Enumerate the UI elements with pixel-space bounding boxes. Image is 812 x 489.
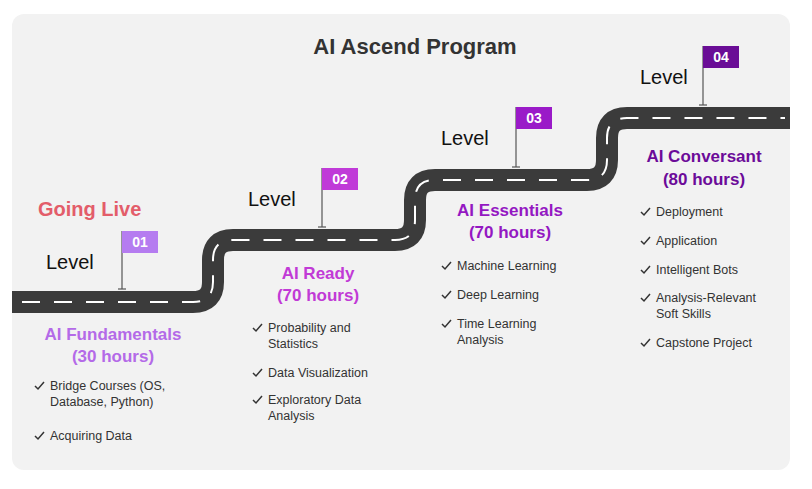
check-mark (35, 432, 44, 439)
check-marks (35, 208, 650, 439)
level-word: Level (46, 251, 94, 274)
level-flag: Level 01 (46, 231, 158, 274)
topic-item: Acquiring Data (50, 428, 190, 444)
level-flag: Level 03 (441, 107, 552, 150)
topic-item: Machine Learning (457, 258, 587, 274)
check-mark (641, 294, 650, 301)
level-heading: AI Fundamentals (13, 325, 213, 345)
check-mark (253, 324, 262, 331)
level-heading: (30 hours) (13, 347, 213, 367)
pole-base (512, 166, 520, 167)
topic-item: Deep Learning (457, 287, 587, 303)
check-mark (641, 266, 650, 273)
level-heading: AI Conversant (604, 147, 804, 167)
check-mark (442, 291, 451, 298)
topic-item: Time Learning Analysis (457, 316, 572, 348)
level-word: Level (441, 127, 489, 150)
level-flag: Level 02 (248, 168, 358, 211)
level-heading: AI Ready (218, 264, 418, 284)
pole-base (318, 226, 326, 227)
check-mark (641, 237, 650, 244)
level-word: Level (640, 66, 688, 89)
check-mark (253, 369, 262, 376)
flag-poles (118, 46, 707, 289)
level-heading: AI Essentials (410, 201, 610, 221)
level-number: 03 (516, 107, 552, 129)
panel (12, 14, 790, 470)
title: AI Ascend Program (265, 34, 565, 60)
level-number: 04 (703, 46, 739, 68)
topic-item: Application (656, 233, 781, 249)
road-dashes (22, 118, 785, 302)
topic-item: Exploratory Data Analysis (268, 392, 383, 424)
status-label: Going Live (38, 198, 141, 221)
level-heading: (70 hours) (218, 286, 418, 306)
level-number: 02 (322, 168, 358, 190)
level-flag: Level 04 (640, 46, 739, 89)
check-mark (253, 396, 262, 403)
topic-item: Probability and Statistics (268, 320, 383, 352)
check-mark (641, 208, 650, 215)
pole-base (699, 104, 707, 105)
check-mark (641, 339, 650, 346)
check-mark (35, 382, 44, 389)
road (12, 118, 790, 302)
topic-item: Intelligent Bots (656, 262, 781, 278)
level-number: 01 (122, 231, 158, 253)
level-heading: (80 hours) (604, 170, 804, 190)
check-mark (442, 262, 451, 269)
topic-item: Analysis-Relevant Soft Skills (656, 290, 781, 322)
topic-item: Capstone Project (656, 335, 781, 351)
topic-item: Deployment (656, 204, 781, 220)
check-mark (442, 320, 451, 327)
topic-item: Data Visualization (268, 365, 398, 381)
level-word: Level (248, 188, 296, 211)
topic-item: Bridge Courses (OS, Database, Python) (50, 378, 190, 410)
pole-base (118, 288, 126, 289)
level-heading: (70 hours) (410, 223, 610, 243)
